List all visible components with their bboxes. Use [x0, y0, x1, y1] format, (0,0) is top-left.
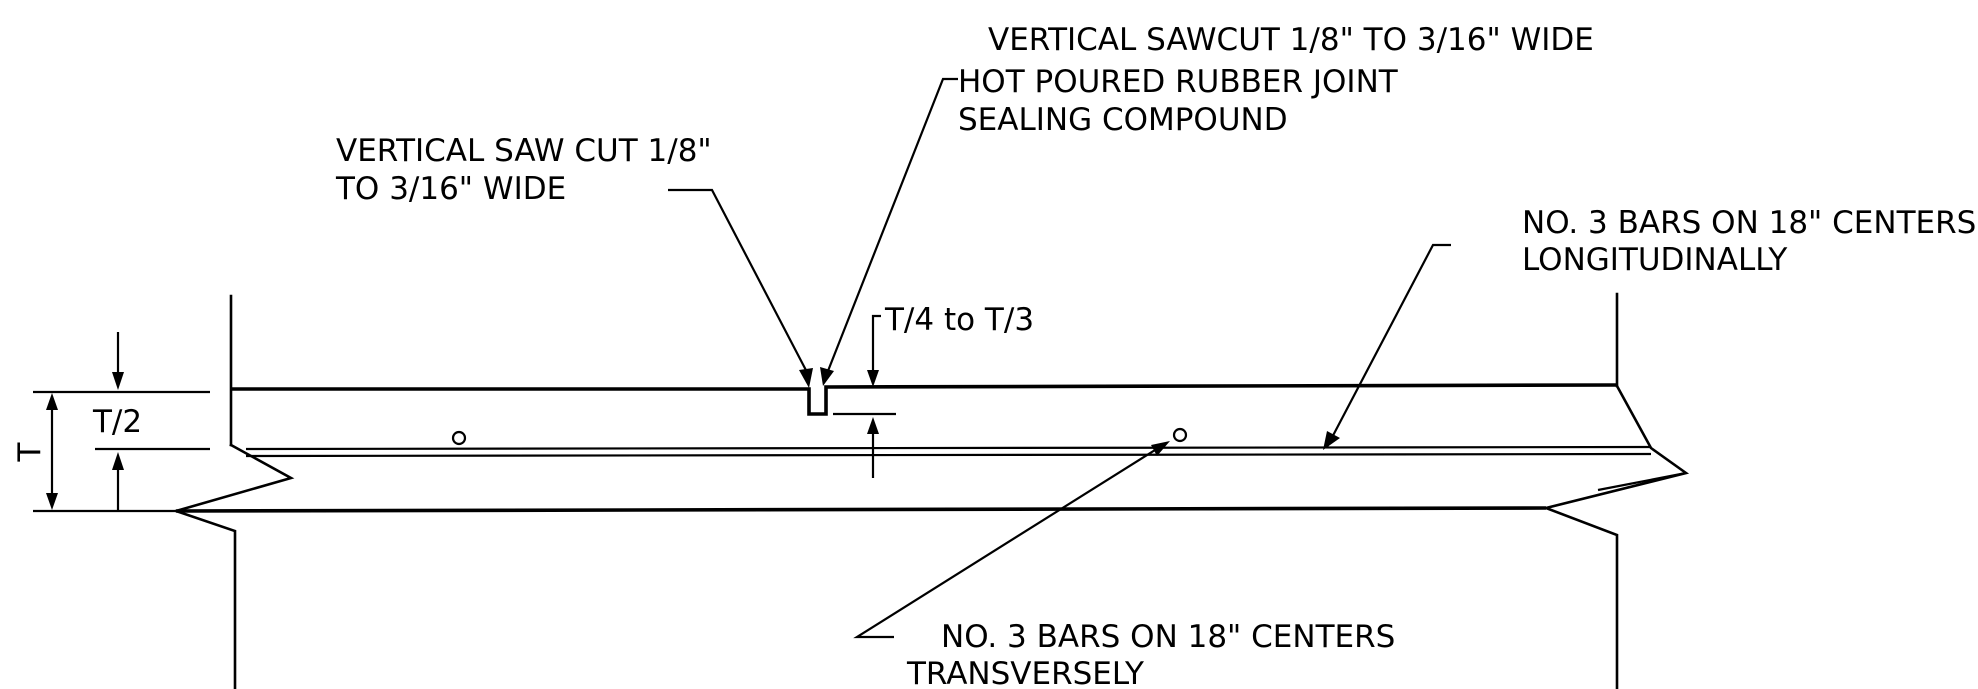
notes: VERTICAL SAWCUT 1/8" TO 3/16" WIDE HOT P…	[335, 22, 1976, 689]
transverse-bars-leader	[853, 444, 1164, 639]
slab-top-surface	[231, 383, 1618, 416]
half-dim-top-arrow	[112, 372, 124, 390]
transverse-bars-arrowhead	[1151, 441, 1170, 456]
left-break-line	[171, 443, 295, 689]
transverse-bar-left	[451, 430, 467, 446]
sealant-arrowhead	[820, 367, 834, 386]
longitudinal-bar-line-lower	[245, 452, 1652, 458]
saw-cut-leader	[668, 188, 810, 377]
transverse-bar-right	[1172, 427, 1188, 443]
depth-dim-upper-arrow	[867, 370, 879, 387]
long-bars-note-line-1: NO. 3 BARS ON 18" CENTERS	[1522, 205, 1976, 241]
thickness-label: T	[12, 441, 48, 462]
thickness-dimension: T/2 T	[12, 332, 210, 513]
longitudinal-bar-line-upper	[245, 445, 1652, 451]
sawcut-note-line-2: HOT POURED RUBBER JOINT	[958, 64, 1399, 100]
slab-outline	[171, 292, 1690, 689]
depth-dim-lower-arrow	[867, 417, 879, 434]
right-break-detail	[1597, 471, 1687, 492]
thickness-dim-top-arrow	[46, 393, 58, 410]
thickness-dim-bottom-arrow	[46, 493, 58, 510]
saw-cut-arrowhead	[799, 368, 813, 388]
sealant-leader	[824, 77, 958, 377]
leader-lines	[668, 77, 1451, 639]
slab-bottom-line	[175, 506, 1547, 513]
half-thickness-label: T/2	[92, 404, 142, 440]
longitudinal-bars-arrowhead	[1323, 431, 1340, 450]
trans-bars-note-line-1: NO. 3 BARS ON 18" CENTERS	[941, 619, 1395, 655]
trans-bars-note-line-2: TRANSVERSELY	[906, 656, 1144, 689]
longitudinal-bars-leader	[1326, 243, 1451, 448]
sawcut-note-line-3: SEALING COMPOUND	[958, 102, 1288, 138]
saw-cut-note-line-1: VERTICAL SAW CUT 1/8"	[336, 133, 712, 169]
sawcut-depth-dimension: T/4 to T/3	[833, 302, 1034, 478]
slab-lines	[175, 383, 1687, 513]
depth-dim-upper-leader	[871, 314, 881, 375]
half-dim-bottom-arrow	[112, 452, 124, 470]
long-bars-note-line-2: LONGITUDINALLY	[1522, 242, 1787, 278]
right-break-line	[1541, 384, 1690, 689]
sawcut-note-line-1: VERTICAL SAWCUT 1/8" TO 3/16" WIDE	[988, 22, 1594, 58]
depth-dim-label: T/4 to T/3	[884, 302, 1034, 338]
saw-cut-note-line-2: TO 3/16" WIDE	[335, 171, 566, 207]
